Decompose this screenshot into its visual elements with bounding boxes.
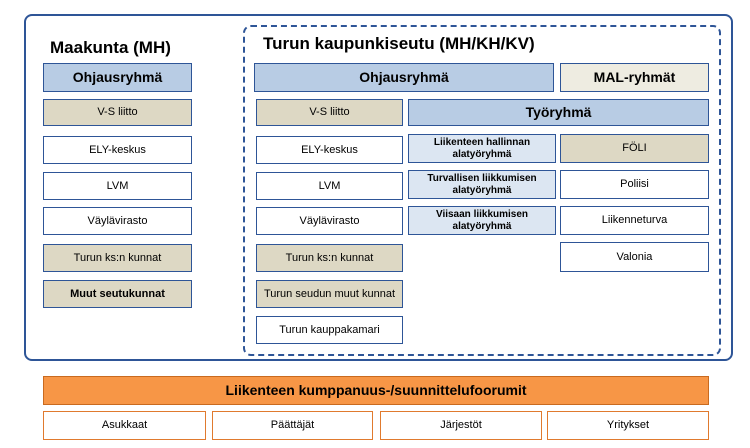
kaupunkiseutu-member: Turun seudun muut kunnat [256,280,403,308]
kaupunkiseutu-member: V-S liitto [256,99,403,126]
mal-member: Poliisi [560,170,709,199]
maakunta-member: Turun ks:n kunnat [43,244,192,272]
kaupunkiseutu-ohjausryhma: Ohjausryhmä [254,63,554,92]
maakunta-member: ELY-keskus [43,136,192,164]
kaupunkiseutu-title: Turun kaupunkiseutu (MH/KH/KV) [263,34,535,53]
foorumi-title: Liikenteen kumppanuus-/suunnittelufoorum… [43,376,709,405]
foorumi-member: Järjestöt [380,411,542,440]
foorumi-member: Asukkaat [43,411,206,440]
mal-member: Valonia [560,242,709,272]
mal-member: FÖLI [560,134,709,163]
kaupunkiseutu-member: ELY-keskus [256,136,403,164]
foorumi-member: Yritykset [547,411,709,440]
kaupunkiseutu-member: Turun kauppakamari [256,316,403,344]
alatyoryhma: Viisaan liikkumisen alatyöryhmä [408,206,556,235]
tyoryhma: Työryhmä [408,99,709,126]
foorumi-member: Päättäjät [212,411,373,440]
maakunta-ohjausryhma: Ohjausryhmä [43,63,192,92]
maakunta-member: V-S liitto [43,99,192,126]
kaupunkiseutu-member: LVM [256,172,403,200]
kaupunkiseutu-member: Turun ks:n kunnat [256,244,403,272]
maakunta-member: Väylävirasto [43,207,192,235]
kaupunkiseutu-frame [243,25,721,356]
mal-ryhmat: MAL-ryhmät [560,63,709,92]
maakunta-member: Muut seutukunnat [43,280,192,308]
mal-member: Liikenneturva [560,206,709,235]
alatyoryhma: Liikenteen hallinnan alatyöryhmä [408,134,556,163]
alatyoryhma: Turvallisen liikkumisen alatyöryhmä [408,170,556,199]
maakunta-title: Maakunta (MH) [50,38,171,57]
maakunta-member: LVM [43,172,192,200]
kaupunkiseutu-member: Väylävirasto [256,207,403,235]
main-frame [24,14,733,361]
